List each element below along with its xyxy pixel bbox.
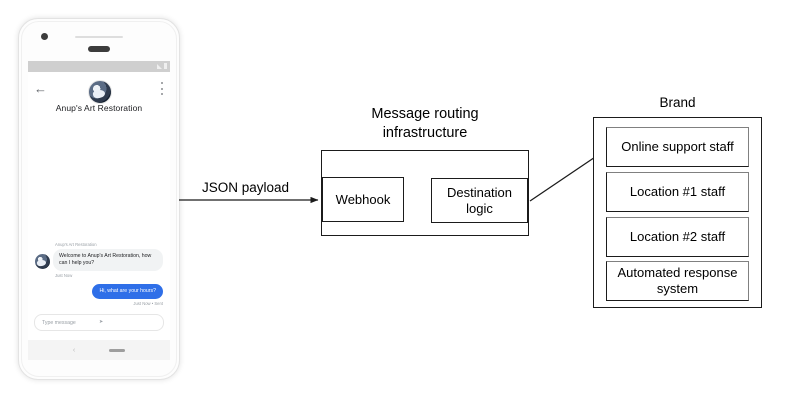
message-thread: Anup's Art Restoration Welcome to Anup's…: [28, 242, 170, 306]
message-sender-label: Anup's Art Restoration: [55, 242, 97, 247]
incoming-message-row: Welcome to Anup's Art Restoration, how c…: [35, 249, 163, 271]
nav-home-icon[interactable]: [109, 348, 126, 352]
phone-screen: ← Anup's Art Restoration Anup's Art Rest…: [28, 72, 170, 340]
node-destination-logic[interactable]: Destination logic: [431, 178, 528, 223]
brand-title: Brand: [659, 95, 696, 110]
kebab-menu-icon[interactable]: [160, 82, 163, 95]
front-camera-icon: [41, 33, 48, 40]
send-icon[interactable]: ➤: [99, 319, 104, 325]
incoming-message-timestamp: Just Now: [55, 273, 73, 278]
status-bar-icons: [157, 63, 167, 69]
status-bar: [28, 61, 170, 72]
earpiece-icon: [88, 46, 110, 52]
outgoing-message-bubble: Hi, what are your hours?: [92, 284, 163, 299]
infrastructure-title: Message routing infrastructure: [325, 105, 525, 143]
json-payload-label: JSON payload: [202, 180, 290, 195]
infrastructure-title-line-1: Message routing: [371, 106, 479, 122]
signal-icon: [157, 64, 162, 69]
nav-back-icon[interactable]: ‹: [72, 346, 76, 354]
brand-item-online-support-staff[interactable]: Online support staff: [606, 127, 749, 167]
outgoing-message-row: Hi, what are your hours?: [35, 284, 163, 299]
infrastructure-title-line-2: infrastructure: [382, 125, 468, 141]
message-composer[interactable]: Type message ➤: [34, 314, 164, 331]
chat-title: Anup's Art Restoration: [55, 103, 143, 113]
brand-item-location-2-staff[interactable]: Location #2 staff: [606, 217, 749, 257]
battery-icon: [164, 63, 167, 69]
message-input-placeholder[interactable]: Type message: [42, 319, 76, 326]
brand-item-location-1-staff[interactable]: Location #1 staff: [606, 172, 749, 212]
incoming-message-bubble: Welcome to Anup's Art Restoration, how c…: [53, 249, 163, 271]
speaker-grille-icon: [75, 36, 123, 38]
back-arrow-icon[interactable]: ←: [34, 81, 47, 96]
brand-avatar: [88, 80, 112, 104]
sender-avatar: [35, 254, 50, 269]
chat-app-bar: ← Anup's Art Restoration: [28, 72, 170, 122]
phone-mockup: ← Anup's Art Restoration Anup's Art Rest…: [18, 18, 180, 380]
brand-item-automated-response-system[interactable]: Automated response system: [606, 261, 749, 301]
android-nav-bar: ‹: [28, 340, 170, 360]
outgoing-message-timestamp: Just Now • Sent: [133, 301, 163, 306]
node-webhook[interactable]: Webhook: [322, 177, 404, 222]
